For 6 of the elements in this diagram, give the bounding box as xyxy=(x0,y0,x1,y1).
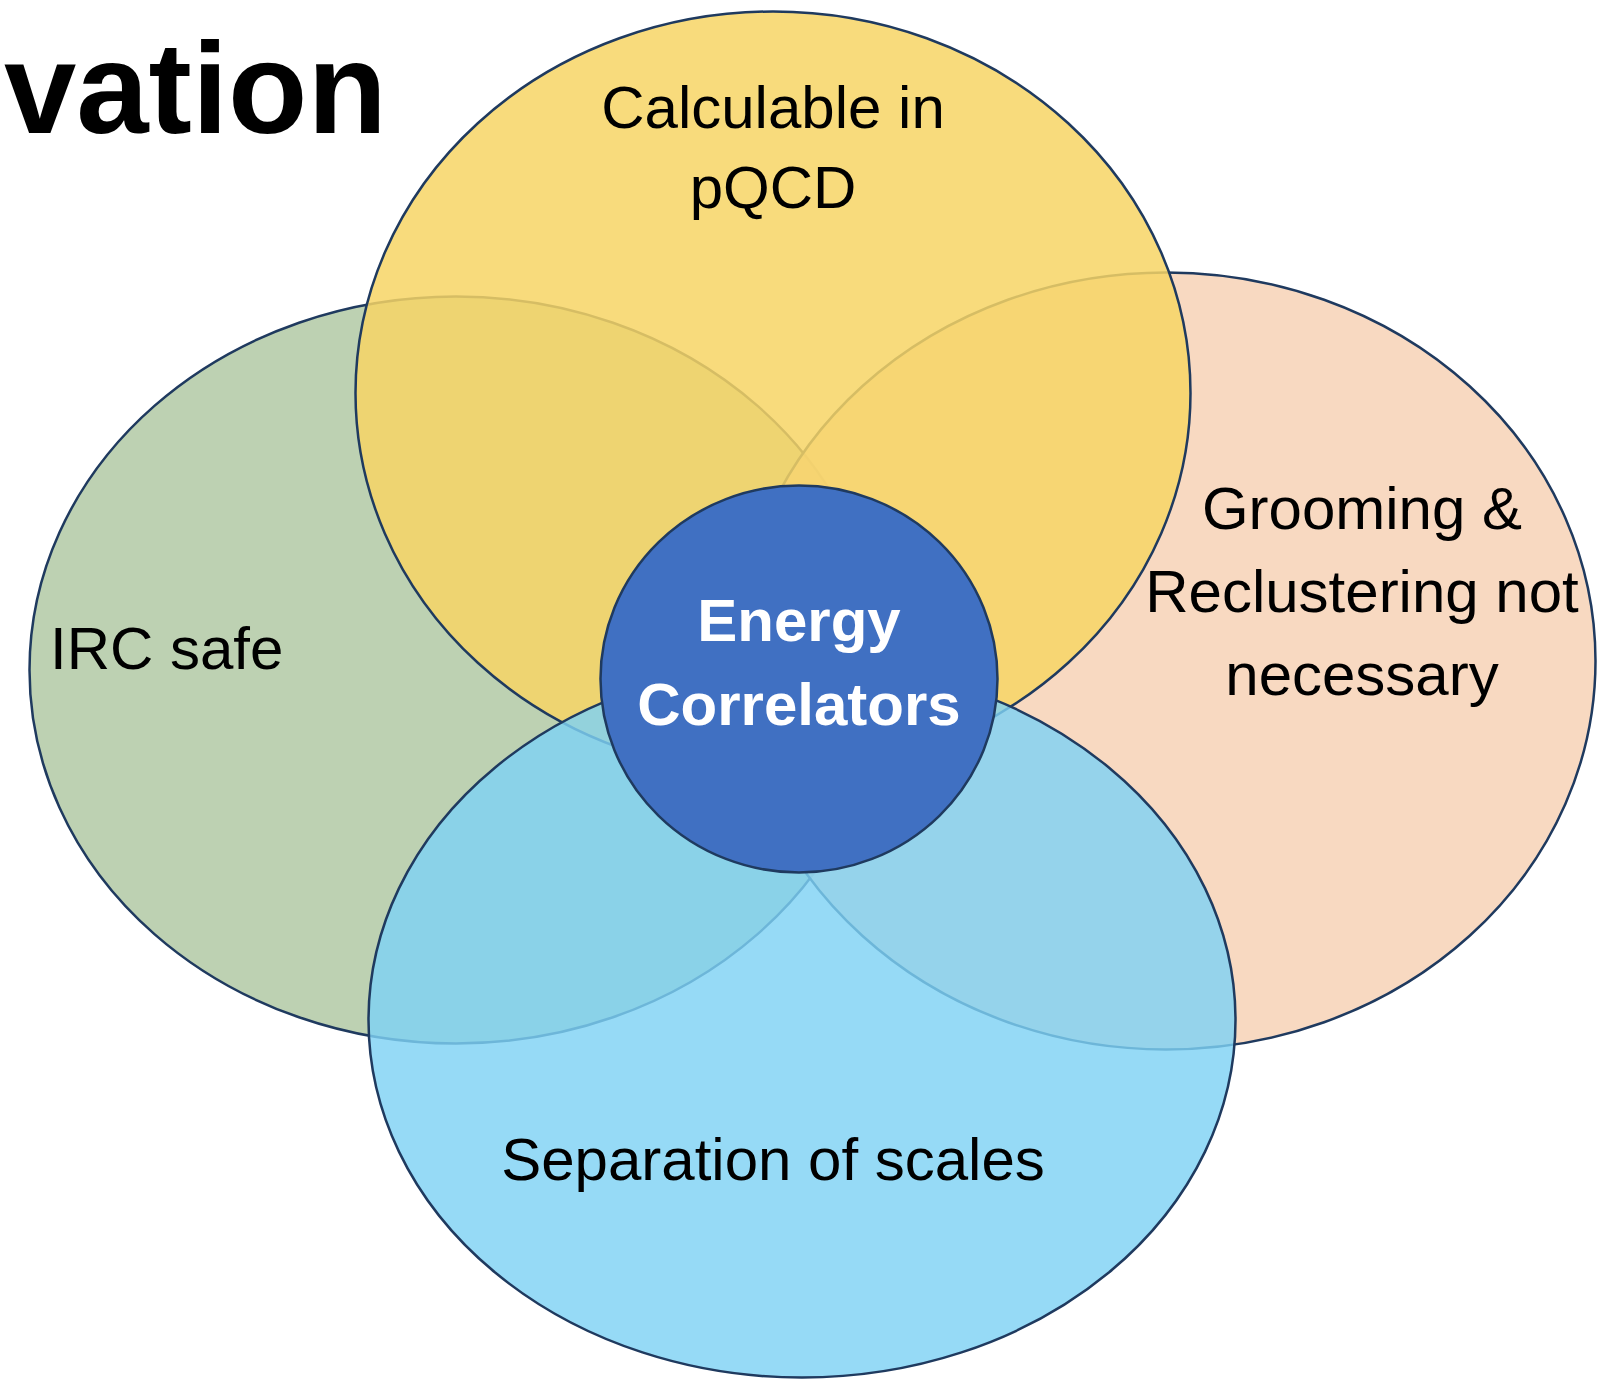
set-label: IRC safe xyxy=(50,614,285,684)
set-label: Separation of scales xyxy=(500,1125,1046,1195)
set-label: Grooming & Reclustering not necessary xyxy=(1144,474,1580,710)
center-label: Energy Correlators xyxy=(636,586,962,740)
heading: vation xyxy=(4,14,387,163)
set-label: Calculable in pQCD xyxy=(600,73,946,223)
